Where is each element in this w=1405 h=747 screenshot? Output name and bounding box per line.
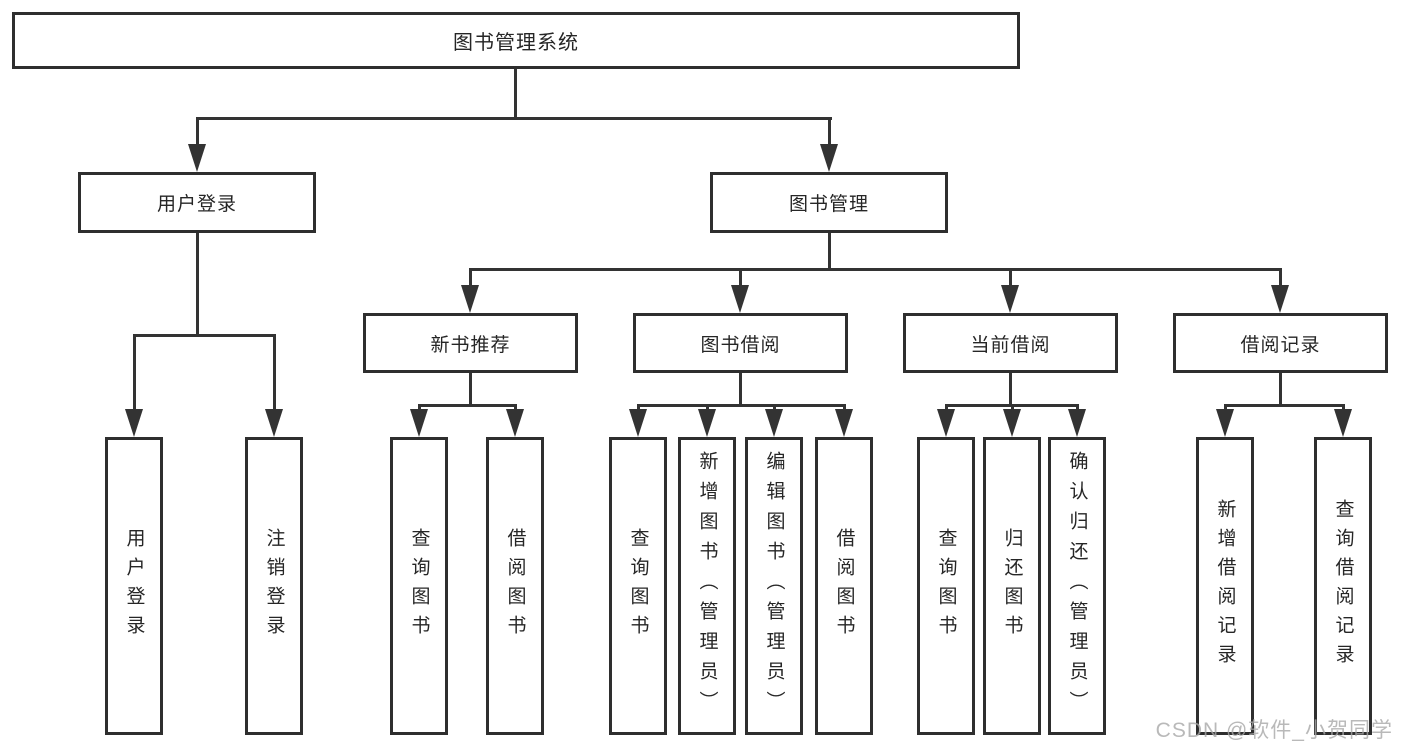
- node-label: 新书推荐: [430, 334, 511, 356]
- node-label: 用户登录: [156, 194, 237, 215]
- leaf-label: 用户登录: [123, 528, 145, 644]
- arrow-down-icon: [188, 144, 206, 172]
- connector-stem: [196, 117, 199, 147]
- node-label: 图书管理系统: [453, 32, 579, 54]
- leaf-add-books-admin: 新增图书（管理员）: [678, 437, 736, 735]
- leaf-return-books: 归还图书: [983, 437, 1041, 735]
- leaf-borrow-books: 借阅图书: [486, 437, 544, 735]
- arrow-down-icon: [461, 285, 479, 313]
- connector-stem: [739, 268, 742, 288]
- connector-level2-rail: [196, 117, 832, 120]
- arrow-down-icon: [1334, 409, 1352, 437]
- connector-rail: [418, 404, 517, 407]
- arrow-down-icon: [820, 144, 838, 172]
- leaf-label: 编辑图书（管理员）: [763, 451, 785, 721]
- arrow-down-icon: [1001, 285, 1019, 313]
- arrow-down-icon: [410, 409, 428, 437]
- leaf-query-books: 查询图书: [390, 437, 448, 735]
- arrow-down-icon: [629, 409, 647, 437]
- arrow-down-icon: [265, 409, 283, 437]
- leaf-label: 归还图书: [1001, 528, 1023, 644]
- node-book-management: 图书管理: [710, 172, 948, 233]
- arrow-down-icon: [731, 285, 749, 313]
- node-borrowing-records: 借阅记录: [1173, 313, 1388, 373]
- leaf-user-login: 用户登录: [105, 437, 163, 735]
- arrow-down-icon: [937, 409, 955, 437]
- leaf-borrow-books: 借阅图书: [815, 437, 873, 735]
- arrow-down-icon: [1216, 409, 1234, 437]
- arrow-down-icon: [506, 409, 524, 437]
- leaf-label: 注销登录: [263, 528, 285, 644]
- node-new-book-recommendation: 新书推荐: [363, 313, 578, 373]
- connector-stem: [133, 334, 136, 412]
- connector-stem: [1279, 373, 1282, 406]
- watermark: CSDN @软件_小贺同学: [1155, 719, 1393, 742]
- leaf-label: 查询图书: [935, 528, 957, 644]
- node-current-borrowing: 当前借阅: [903, 313, 1118, 373]
- connector-stem: [1279, 268, 1282, 288]
- leaf-label: 确认归还（管理员）: [1066, 451, 1088, 721]
- connector-stem: [828, 117, 831, 147]
- leaf-label: 新增图书（管理员）: [696, 451, 718, 721]
- node-book-borrowing: 图书借阅: [633, 313, 848, 373]
- arrow-down-icon: [698, 409, 716, 437]
- leaf-logout: 注销登录: [245, 437, 303, 735]
- connector-stem: [739, 373, 742, 406]
- arrow-down-icon: [835, 409, 853, 437]
- connector-stem: [1009, 268, 1012, 288]
- node-library-management-system: 图书管理系统: [12, 12, 1020, 69]
- leaf-query-books: 查询图书: [917, 437, 975, 735]
- leaf-edit-books-admin: 编辑图书（管理员）: [745, 437, 803, 735]
- connector-root-stem: [514, 68, 517, 118]
- arrow-down-icon: [765, 409, 783, 437]
- connector-rail: [1224, 404, 1344, 407]
- leaf-label: 新增借阅记录: [1214, 499, 1236, 673]
- arrow-down-icon: [1068, 409, 1086, 437]
- node-label: 图书管理: [788, 194, 869, 215]
- leaf-query-borrow-record: 查询借阅记录: [1314, 437, 1372, 735]
- connector-rail: [133, 334, 275, 337]
- node-label: 图书借阅: [700, 334, 781, 356]
- leaf-label: 借阅图书: [833, 528, 855, 644]
- leaf-label: 查询图书: [408, 528, 430, 644]
- leaf-add-borrow-record: 新增借阅记录: [1196, 437, 1254, 735]
- connector-stem: [469, 268, 472, 288]
- leaf-confirm-return-admin: 确认归还（管理员）: [1048, 437, 1106, 735]
- node-label: 借阅记录: [1240, 334, 1321, 356]
- connector-stem: [273, 334, 276, 412]
- leaf-label: 查询借阅记录: [1332, 499, 1354, 673]
- leaf-label: 查询图书: [627, 528, 649, 644]
- leaf-label: 借阅图书: [504, 528, 526, 644]
- connector-rail: [637, 404, 845, 407]
- connector-stem: [469, 373, 472, 406]
- connector-stem: [828, 233, 831, 270]
- connector-stem: [1009, 373, 1012, 406]
- node-user-login: 用户登录: [78, 172, 316, 233]
- arrow-down-icon: [125, 409, 143, 437]
- node-label: 当前借阅: [970, 334, 1051, 356]
- arrow-down-icon: [1003, 409, 1021, 437]
- connector-stem: [196, 233, 199, 336]
- connector-level3-rail: [469, 268, 1281, 271]
- leaf-query-books: 查询图书: [609, 437, 667, 735]
- arrow-down-icon: [1271, 285, 1289, 313]
